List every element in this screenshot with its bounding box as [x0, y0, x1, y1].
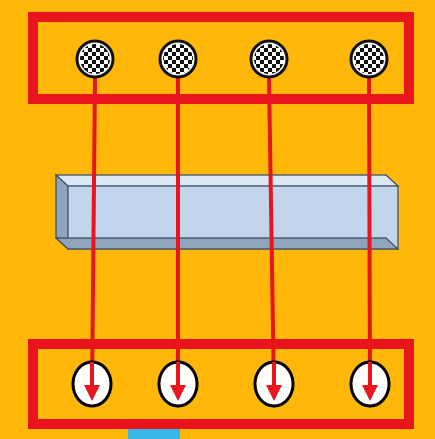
bar-bottom-shade [56, 238, 398, 249]
corner-accent [128, 428, 180, 439]
bar-top-face [56, 175, 398, 186]
checkered-ball-icon [351, 41, 387, 77]
checkered-ball-icon [160, 41, 196, 77]
checkered-ball-icon [251, 41, 287, 77]
rectangular-bar-icon [56, 175, 398, 249]
beam-arrow [369, 78, 370, 393]
checkered-ball-icon [77, 41, 113, 77]
